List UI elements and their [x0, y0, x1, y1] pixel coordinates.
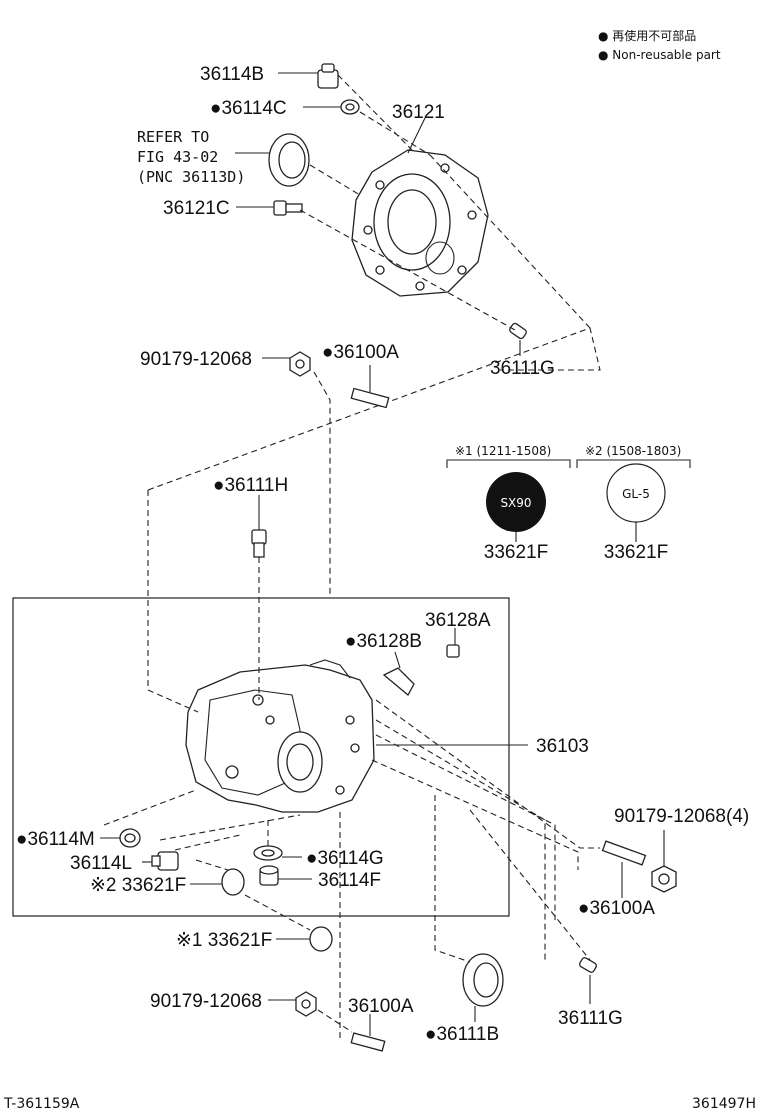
variant-2-range: ※2 (1508-1803)	[585, 444, 681, 458]
label-36114M: ●36114M	[16, 829, 95, 850]
label-36103: 36103	[536, 736, 589, 757]
label-36128A: 36128A	[425, 610, 491, 631]
legend: ● 再使用不可部品 ● Non-reusable part	[598, 28, 721, 62]
label-36100A-bottom: 36100A	[348, 996, 414, 1017]
legend-line-jp: ● 再使用不可部品	[598, 28, 696, 43]
label-refer-line2: FIG 43-02	[137, 148, 218, 166]
label-90179-4: 90179-12068(4)	[614, 806, 749, 827]
part-36111H-plug[interactable]: ●36111H	[213, 475, 288, 558]
part-36111B-seal[interactable]: ●36111B	[425, 953, 504, 1045]
part-36100A-stud-top[interactable]: ●36100A	[322, 342, 399, 409]
assembly-box-36103	[12, 597, 510, 917]
guide-lines-lower	[103, 371, 600, 1040]
variant-2: ※2 (1508-1803) GL-5 33621F	[576, 444, 691, 563]
variant-1: ※1 (1211-1508) SX90 33621F	[446, 444, 571, 563]
part-90179-nut-right[interactable]: 90179-12068(4)	[614, 806, 749, 893]
label-36100A-top: ●36100A	[322, 342, 399, 363]
label-36114F: 36114F	[318, 870, 381, 891]
part-36114B[interactable]: 36114B	[200, 63, 339, 89]
label-90179-bottom: 90179-12068	[150, 991, 262, 1012]
label-36114G: ●36114G	[306, 848, 384, 869]
part-36114C[interactable]: ●36114C	[210, 98, 360, 119]
label-36121C: 36121C	[163, 198, 230, 219]
part-36114F-plug[interactable]: 36114F	[259, 865, 381, 891]
label-36111G-top: 36111G	[490, 358, 555, 379]
variant-1-fluid: SX90	[500, 496, 531, 510]
part-36100A-stud-bottom[interactable]: 36100A	[348, 996, 414, 1052]
variant-1-part: 33621F	[484, 542, 548, 563]
label-refer-line1: REFER TO	[137, 128, 209, 146]
part-36128B-bracket[interactable]: ●36128B	[345, 631, 422, 697]
label-33621F-x2: ※2 33621F	[90, 875, 186, 896]
part-36100A-stud-right[interactable]: ●36100A	[578, 840, 655, 919]
guide-lines-upper	[147, 74, 601, 491]
label-36114L: 36114L	[70, 853, 132, 874]
part-33621F-x2[interactable]: ※2 33621F	[90, 868, 245, 896]
part-90179-nut-top[interactable]: 90179-12068	[140, 349, 311, 377]
part-36114G-gasket[interactable]: ●36114G	[253, 845, 384, 869]
label-36111B: ●36111B	[425, 1024, 499, 1045]
variant-2-fluid: GL-5	[622, 487, 650, 501]
label-36121: 36121	[392, 102, 445, 123]
variant-1-range: ※1 (1211-1508)	[455, 444, 551, 458]
part-36114M-gasket[interactable]: ●36114M	[16, 828, 141, 850]
fluid-sx90-icon	[486, 472, 546, 532]
label-33621F-x1: ※1 33621F	[176, 930, 272, 951]
legend-line-en: ● Non-reusable part	[598, 48, 721, 62]
label-36128B: ●36128B	[345, 631, 422, 652]
part-36111G-top-pin[interactable]: 36111G	[490, 322, 555, 379]
part-36103-case[interactable]: 36103	[185, 659, 589, 813]
label-36100A-right: ●36100A	[578, 898, 655, 919]
part-90179-nut-bottom[interactable]: 90179-12068	[150, 991, 317, 1017]
label-90179-top: 90179-12068	[140, 349, 252, 370]
footer-page-code: 361497H	[692, 1096, 756, 1112]
part-36128A-bolt[interactable]: 36128A	[425, 610, 491, 658]
label-36114B: 36114B	[200, 64, 264, 85]
variant-2-part: 33621F	[604, 542, 668, 563]
label-36111H: ●36111H	[213, 475, 288, 496]
label-refer-line3: (PNC 36113D)	[137, 168, 245, 186]
part-36121C-bolt[interactable]: 36121C	[163, 198, 303, 219]
footer-illustration-code: T-361159A	[3, 1096, 80, 1112]
part-36121-cover[interactable]: 36121	[351, 102, 489, 297]
part-33621F-x1[interactable]: ※1 33621F	[176, 926, 333, 952]
part-36111G-bottom-pin[interactable]: 36111G	[558, 957, 623, 1029]
part-oil-seal-ref[interactable]: REFER TO FIG 43-02 (PNC 36113D)	[137, 128, 310, 187]
label-36111G-bottom: 36111G	[558, 1008, 623, 1029]
label-36114C: ●36114C	[210, 98, 287, 119]
part-36114L-plug[interactable]: 36114L	[70, 851, 179, 874]
